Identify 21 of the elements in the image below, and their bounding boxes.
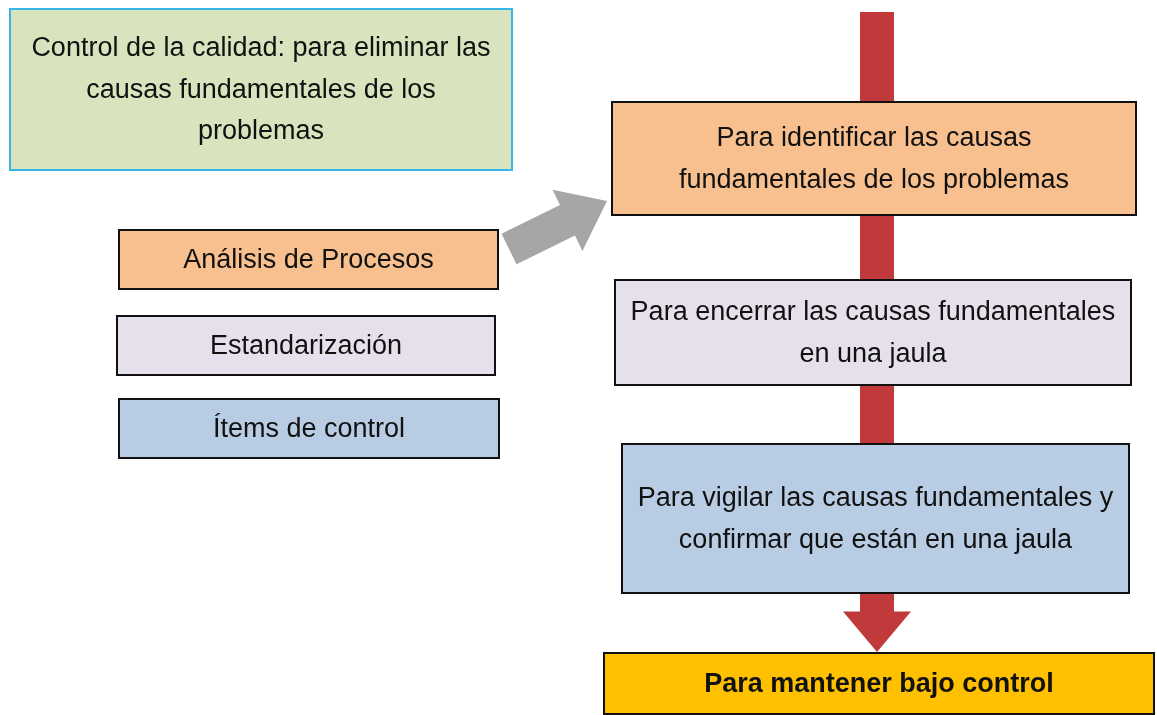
arrow xyxy=(860,12,894,101)
arrow xyxy=(501,189,607,265)
arrow xyxy=(860,386,894,443)
box-text: Control de la calidad: para eliminar las causas fundamentales de los problemas xyxy=(30,30,492,148)
box-text: Ítems de control xyxy=(212,411,406,445)
box-text: Para identificar las causas fundamentales de los problemas xyxy=(677,120,1071,196)
box-text: Estandarización xyxy=(209,328,403,362)
process-box xyxy=(9,8,513,171)
box-text: Para vigilar las causas fundamentales y confirmar que están en una jaula xyxy=(637,480,1114,556)
process-box xyxy=(603,652,1155,715)
arrow xyxy=(843,594,911,652)
process-box xyxy=(118,229,499,290)
process-box xyxy=(614,279,1132,386)
process-box xyxy=(621,443,1130,594)
box-text: Para encerrar las causas fundamentales en una jaula xyxy=(630,294,1116,370)
process-box xyxy=(611,101,1137,216)
box-text: Para mantener bajo control xyxy=(704,666,1054,700)
box-text: Análisis de Procesos xyxy=(183,242,434,276)
arrow xyxy=(860,216,894,279)
process-box xyxy=(116,315,496,376)
process-box xyxy=(118,398,500,459)
